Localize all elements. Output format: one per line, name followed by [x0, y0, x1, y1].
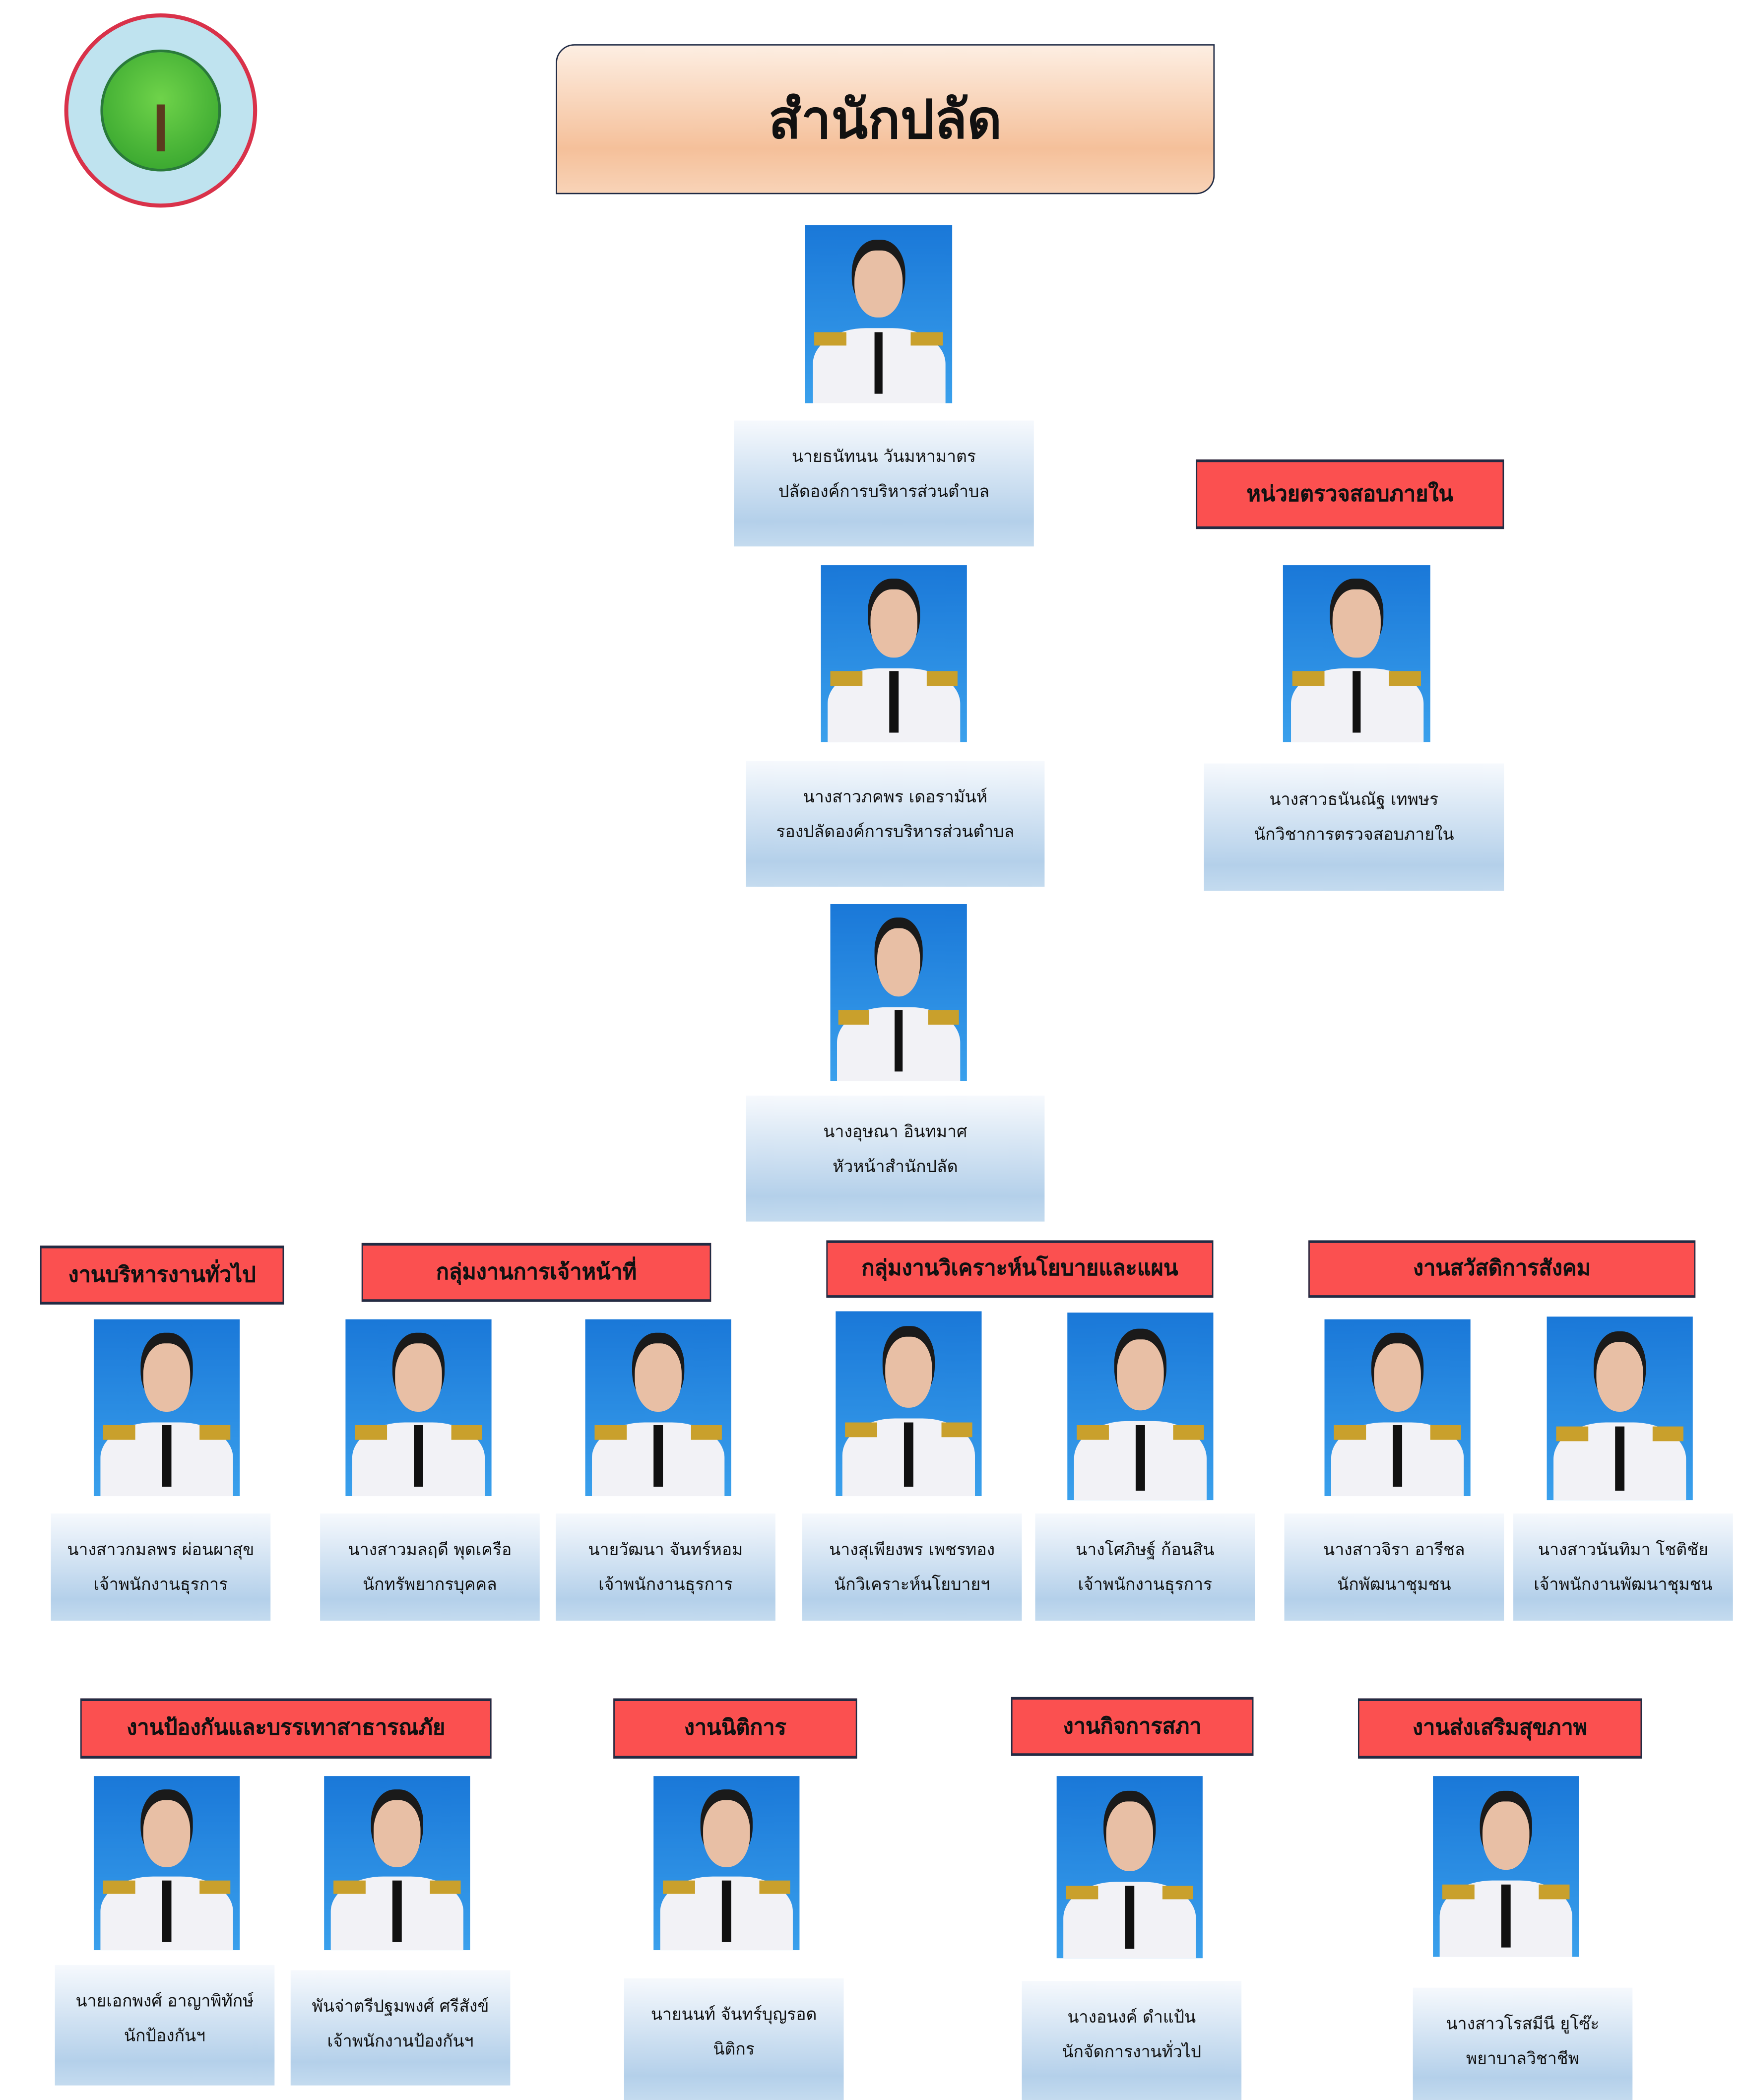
- staff-name-card: นางสาวจิรา อารีชลนักพัฒนาชุมชน: [1284, 1513, 1504, 1621]
- portrait-photo: [1324, 1319, 1471, 1497]
- staff-position: เจ้าพนักงานพัฒนาชุมชน: [1534, 1574, 1713, 1594]
- staff-name-card: นางโศภิษฐ์ ก้อนสินเจ้าพนักงานธุรการ: [1035, 1513, 1255, 1621]
- staff-name: นางสาวนันทิมา โชติชัย: [1538, 1539, 1708, 1559]
- staff-position: นักวิเคราะห์นโยบายฯ: [834, 1574, 990, 1594]
- staff-name-card: นางอุษณา อินทมาศหัวหน้าสำนักปลัด: [746, 1095, 1045, 1222]
- staff-position: นักป้องกันฯ: [124, 2025, 206, 2045]
- staff-name-card: นายนนท์ จันทร์บุญรอดนิติกร: [624, 1978, 844, 2100]
- portrait-photo: [1433, 1776, 1579, 1957]
- portrait-photo: [830, 904, 967, 1081]
- staff-position: เจ้าพนักงานธุรการ: [1078, 1574, 1213, 1594]
- portrait-photo: [653, 1776, 800, 1951]
- department-header: งานสวัสดิการสังคม: [1308, 1240, 1696, 1298]
- staff-position: เจ้าพนักงานธุรการ: [93, 1574, 228, 1594]
- staff-name-card: พันจ่าตรีปฐมพงศ์ ศรีสังข์เจ้าพนักงานป้อง…: [290, 1970, 511, 2086]
- staff-name-card: นายเอกพงศ์ อาญาพิทักษ์นักป้องกันฯ: [55, 1965, 275, 2086]
- staff-position: เจ้าพนักงานธุรการ: [598, 1574, 733, 1594]
- staff-name-card: นางสาวโรสมีนี ยูโซ๊ะพยาบาลวิชาชีพ: [1413, 1987, 1633, 2100]
- portrait-photo: [1283, 565, 1430, 742]
- department-header: งานกิจการสภา: [1011, 1697, 1254, 1756]
- portrait-photo: [93, 1776, 240, 1951]
- tree-emblem-icon: [101, 50, 221, 171]
- staff-name-card: นางสุเพียงพร เพชรทองนักวิเคราะห์นโยบายฯ: [802, 1513, 1022, 1621]
- staff-name: นางสาวธนันณัฐ เทพษร: [1269, 788, 1439, 809]
- staff-name-card: นายวัฒนา จันทร์หอมเจ้าพนักงานธุรการ: [556, 1513, 775, 1621]
- portrait-photo: [1067, 1312, 1214, 1501]
- portrait-photo: [585, 1319, 731, 1497]
- staff-position: นักพัฒนาชุมชน: [1337, 1574, 1451, 1594]
- internal-audit-header: หน่วยตรวจสอบภายใน: [1196, 459, 1504, 529]
- portrait-photo: [324, 1776, 470, 1951]
- staff-name: นางสาวกมลพร ผ่อนผาสุข: [67, 1539, 255, 1559]
- department-header: งานป้องกันและบรรเทาสาธารณภัย: [80, 1698, 492, 1759]
- staff-position: นักวิชาการตรวจสอบภายใน: [1254, 824, 1454, 844]
- staff-name: นางโศภิษฐ์ ก้อนสิน: [1076, 1539, 1215, 1559]
- department-header: งานบริหารงานทั่วไป: [40, 1246, 284, 1305]
- portrait-photo: [805, 225, 953, 403]
- staff-name-card: นางสาวภคพร เดอรามันห์รองปลัดองค์การบริหา…: [746, 761, 1045, 887]
- staff-position: เจ้าพนักงานป้องกันฯ: [327, 2030, 474, 2051]
- staff-name: นายเอกพงศ์ อาญาพิทักษ์: [75, 1990, 254, 2011]
- department-header: งานนิติการ: [613, 1698, 857, 1759]
- staff-name-card: นางสาวมลฤดี พุดเครือนักทรัพยากรบุคคล: [320, 1513, 540, 1621]
- staff-name: นายวัฒนา จันทร์หอม: [588, 1539, 743, 1559]
- portrait-photo: [836, 1311, 982, 1497]
- staff-name: นางสาวโรสมีนี ยูโซ๊ะ: [1446, 2013, 1600, 2034]
- organization-logo: [64, 13, 258, 208]
- staff-name: นายนนท์ จันทร์บุญรอด: [650, 2004, 817, 2024]
- portrait-photo: [93, 1319, 240, 1497]
- staff-position: นักทรัพยากรบุคคล: [363, 1574, 497, 1594]
- portrait-photo: [1547, 1316, 1693, 1501]
- department-header: กลุ่มงานการเจ้าหน้าที่: [361, 1243, 711, 1302]
- staff-name-card: นางสาวนันทิมา โชติชัยเจ้าพนักงานพัฒนาชุม…: [1513, 1513, 1733, 1621]
- portrait-photo: [821, 565, 967, 742]
- page-title: สำนักปลัด: [556, 44, 1215, 195]
- portrait-photo: [345, 1319, 492, 1497]
- staff-name-card: นางอนงค์ ดำแป้นนักจัดการงานทั่วไป: [1022, 1981, 1242, 2100]
- staff-position: รองปลัดองค์การบริหารส่วนตำบล: [776, 821, 1015, 842]
- staff-name: นางอุษณา อินทมาศ: [823, 1121, 967, 1141]
- staff-position: ปลัดองค์การบริหารส่วนตำบล: [778, 481, 990, 501]
- staff-name-card: นางสาวธนันณัฐ เทพษรนักวิชาการตรวจสอบภายใ…: [1204, 763, 1504, 891]
- staff-name: นางอนงค์ ดำแป้น: [1067, 2006, 1196, 2027]
- staff-name: นางสาวภคพร เดอรามันห์: [803, 786, 988, 806]
- staff-position: นิติกร: [713, 2038, 755, 2059]
- staff-name-card: นายธนัทนน วันมหามาตรปลัดองค์การบริหารส่ว…: [734, 420, 1034, 547]
- staff-name: นางสุเพียงพร เพชรทอง: [829, 1539, 995, 1559]
- department-header: งานส่งเสริมสุขภาพ: [1357, 1698, 1642, 1759]
- staff-position: พยาบาลวิชาชีพ: [1466, 2048, 1579, 2068]
- staff-name: พันจ่าตรีปฐมพงศ์ ศรีสังข์: [312, 1995, 489, 2016]
- staff-name-card: นางสาวกมลพร ผ่อนผาสุขเจ้าพนักงานธุรการ: [51, 1513, 271, 1621]
- staff-position: หัวหน้าสำนักปลัด: [833, 1156, 958, 1176]
- staff-position: นักจัดการงานทั่วไป: [1062, 2041, 1202, 2062]
- department-header: กลุ่มงานวิเคราะห์นโยบายและแผน: [826, 1240, 1214, 1298]
- staff-name: นายธนัทนน วันมหามาตร: [791, 446, 976, 466]
- staff-name: นางสาวมลฤดี พุดเครือ: [348, 1539, 512, 1559]
- portrait-photo: [1056, 1776, 1203, 1959]
- staff-name: นางสาวจิรา อารีชล: [1323, 1539, 1465, 1559]
